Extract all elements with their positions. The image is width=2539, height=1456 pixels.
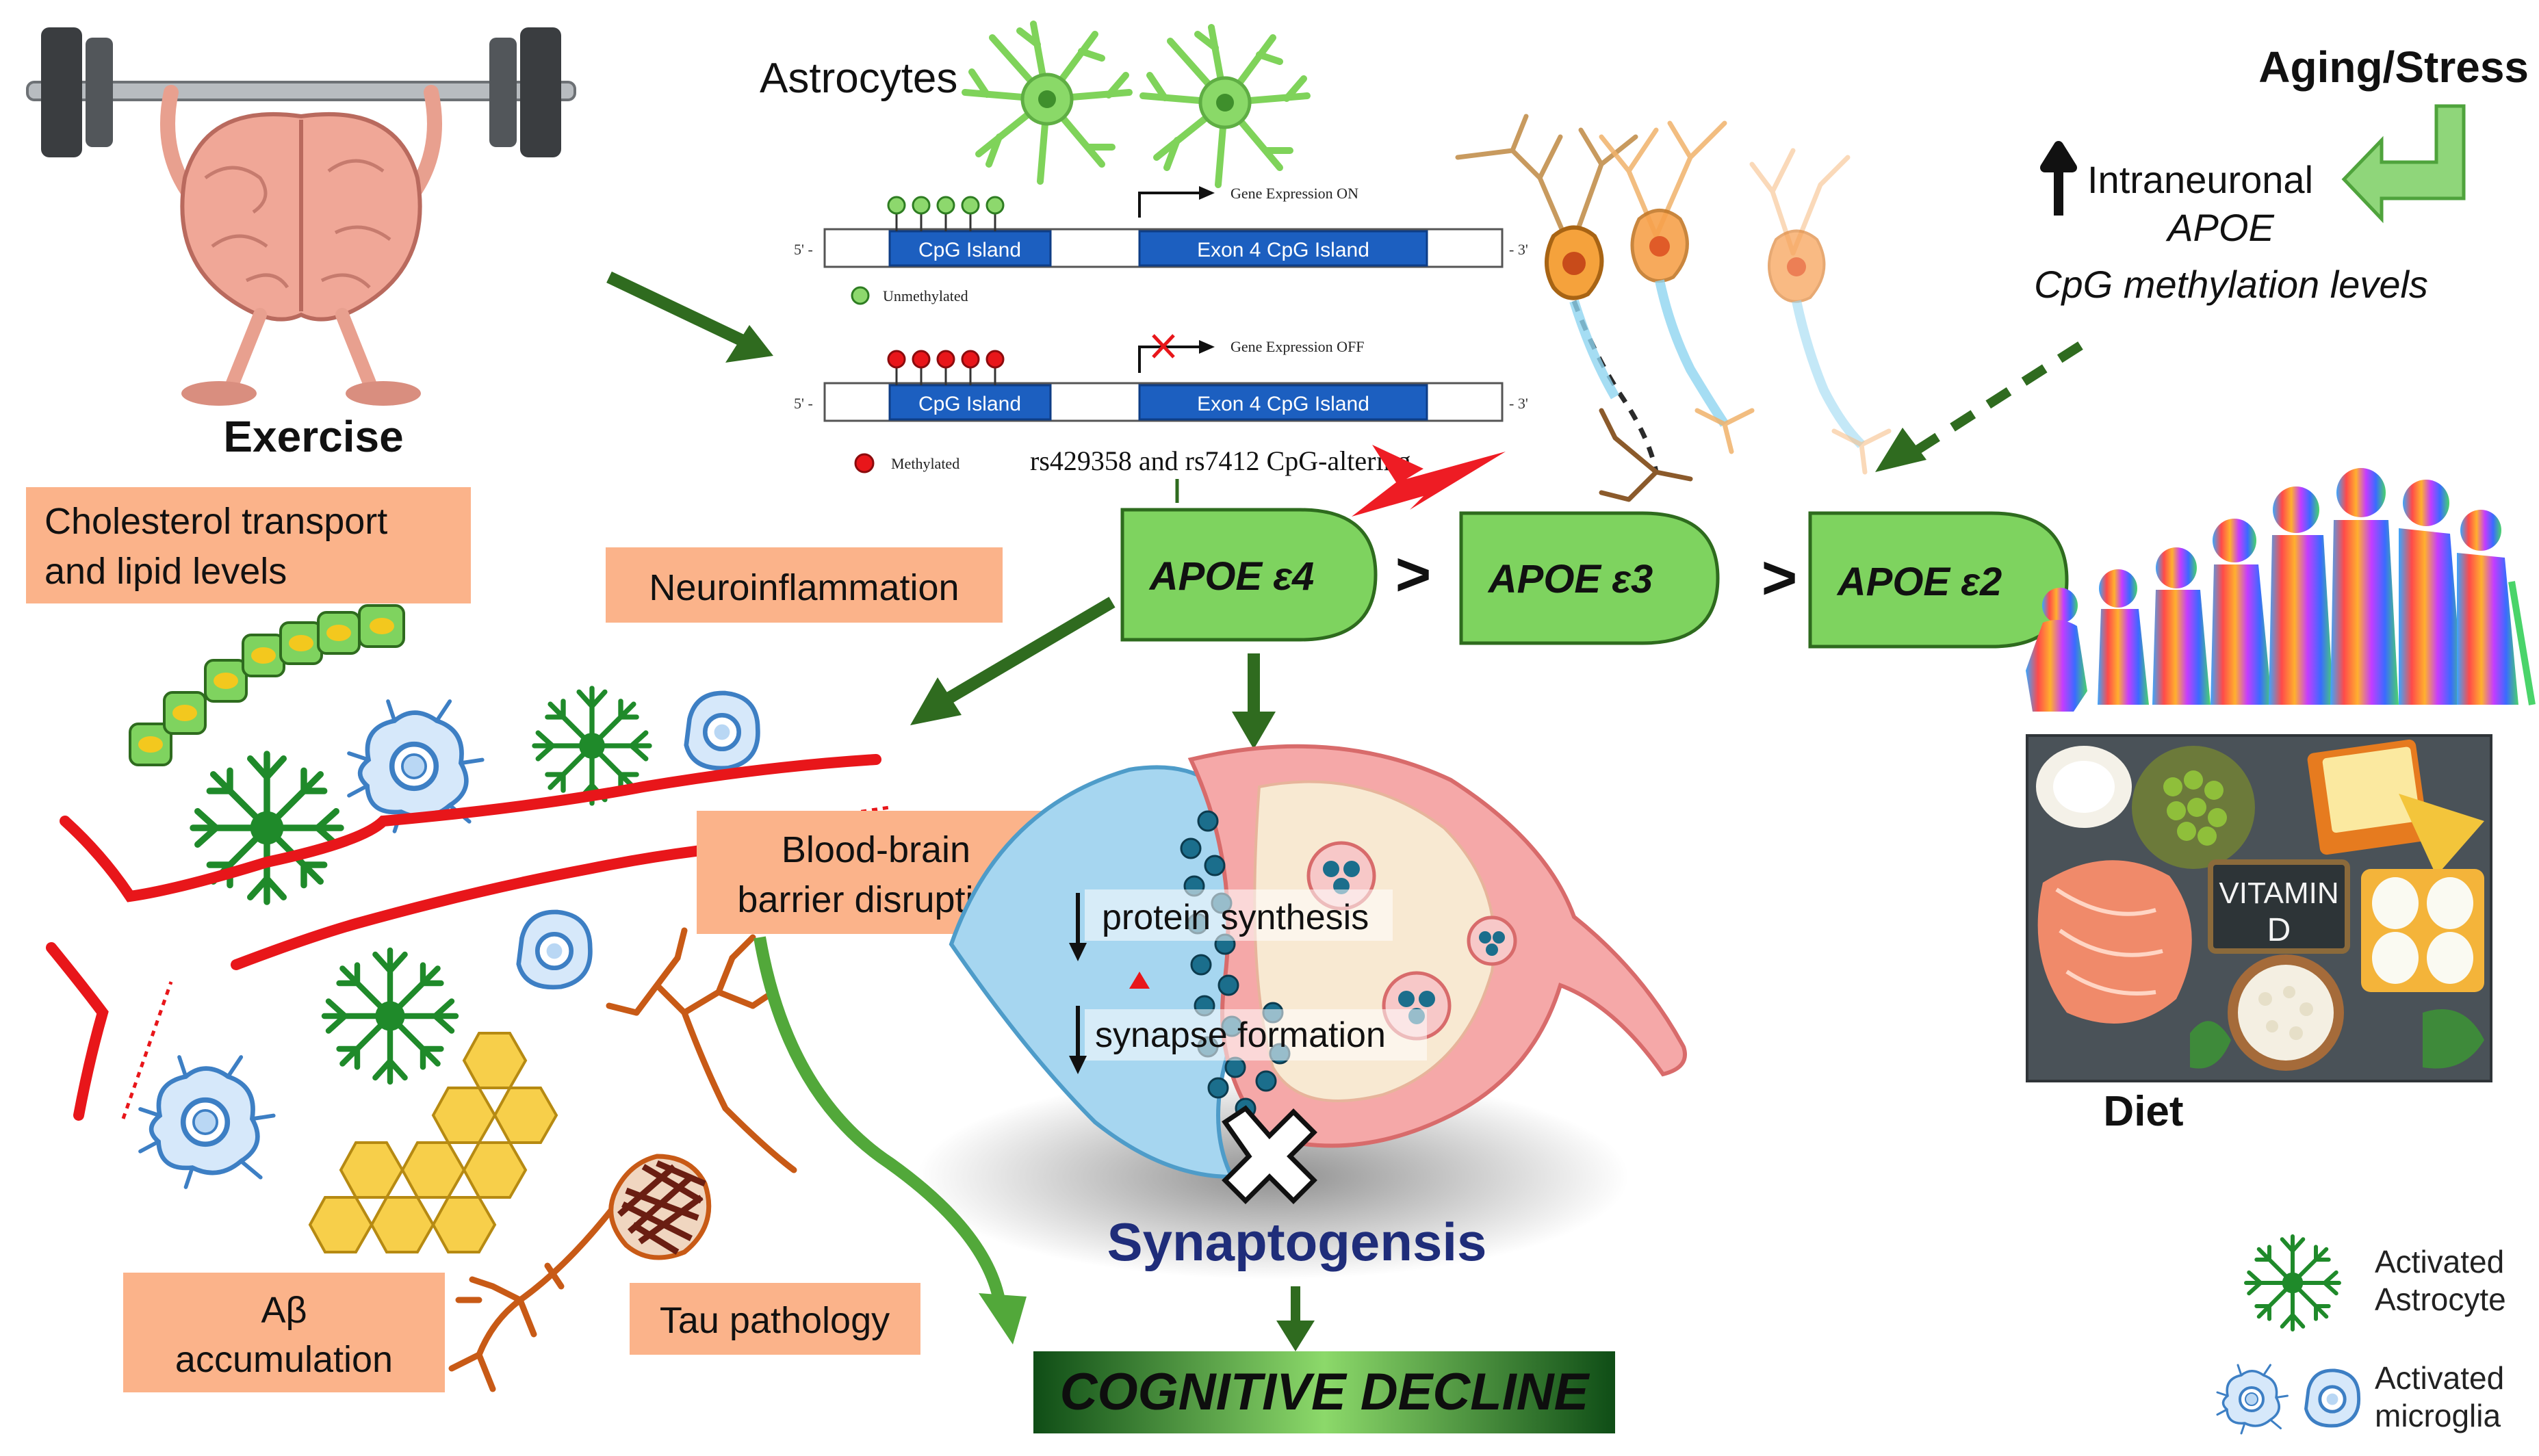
apoe3-label: APOE ε3: [1487, 557, 1653, 601]
unmethylated-lollipops: [887, 196, 1005, 231]
protein-synthesis-label: protein synthesis: [1102, 898, 1369, 937]
legend-microglia-icon-2: [2306, 1370, 2359, 1426]
three-prime-top: - 3': [1509, 241, 1528, 258]
apoe2-label: APOE ε2: [1836, 560, 2002, 604]
aging-dashed-arrow: [1907, 341, 2083, 459]
exercise-illustration: [26, 27, 576, 406]
activated-microglia-cell-2: [140, 1057, 274, 1187]
tau-label: Tau pathology: [660, 1300, 890, 1341]
tau-neuron: [448, 927, 797, 1392]
gene-on-label: Gene Expression ON: [1230, 185, 1358, 202]
cpg-island-bottom: CpG Island: [918, 393, 1021, 415]
neuroinflammation-box: [606, 547, 1003, 623]
lipid-particles: [129, 604, 405, 766]
aging-people-illustration: [2026, 468, 2536, 712]
apoe-alleles: APOE ε4 > APOE ε3 > APOE ε2: [1120, 508, 2069, 649]
legend-microglia-icon-1: [2216, 1364, 2289, 1435]
abeta-line1: Aβ: [261, 1290, 307, 1331]
intraneuronal-label: Intraneuronal: [2087, 158, 2313, 201]
methylation-levels-label: CpG methylation levels: [2034, 263, 2428, 306]
diet-illustration: VITAMIN D: [2026, 734, 2492, 1082]
cognitive-decline-label: COGNITIVE DECLINE: [1060, 1363, 1590, 1421]
up-arrow-icon: [2040, 141, 2077, 216]
activated-astrocyte-cell-3: [324, 950, 456, 1082]
legend-astrocyte-line2: Astrocyte: [2375, 1282, 2506, 1317]
synapse-formation-label: synapse formation: [1095, 1015, 1386, 1055]
methylation-schematic: 5' - CpG Island Exon 4 CpG Island - 3' G…: [794, 185, 1528, 517]
amyloid-plaques: [308, 1032, 558, 1253]
three-prime-bottom: - 3': [1509, 395, 1528, 412]
cholesterol-line2: and lipid levels: [44, 551, 287, 592]
cpg-island-top: CpG Island: [918, 239, 1021, 261]
activated-microglia-cell-3: [686, 693, 758, 768]
vitamin-d-label: D: [2267, 912, 2291, 948]
exon4-bottom: Exon 4 CpG Island: [1197, 393, 1369, 415]
legend-microglia-line2: microglia: [2375, 1398, 2501, 1433]
vitamin-label: VITAMIN: [2219, 876, 2338, 910]
cholesterol-box: [26, 487, 471, 603]
five-prime-top: 5' -: [794, 241, 813, 258]
neuroinflammation-label: Neuroinflammation: [649, 567, 959, 608]
methylated-label: Methylated: [891, 455, 959, 472]
apoe4-shape: [1120, 508, 1378, 642]
bbb-line1: Blood-brain: [782, 829, 970, 870]
legend-astrocyte-icon: [2246, 1236, 2339, 1329]
legend-astrocyte-line1: Activated: [2375, 1244, 2504, 1279]
lightning-icon: [1352, 445, 1506, 517]
greater-than-2: >: [1762, 544, 1798, 612]
diet-label: Diet: [2103, 1088, 2183, 1135]
snp-label: rs429358 and rs7412 CpG-altering: [1030, 445, 1411, 476]
abeta-box: [123, 1273, 445, 1392]
exercise-arrow: [606, 271, 756, 352]
cognitive-decline-box: [1033, 1351, 1615, 1433]
astrocytes-illustration: [962, 21, 1311, 188]
apoe-italic-label: APOE: [2165, 206, 2274, 249]
legend-microglia-line1: Activated: [2375, 1360, 2504, 1396]
synaptogenesis-label: Synaptogensis: [1107, 1212, 1487, 1272]
gene-off-label: Gene Expression OFF: [1230, 338, 1365, 355]
exercise-label: Exercise: [223, 412, 403, 461]
synapse-illustration: [917, 744, 1687, 1279]
tau-tangles: [617, 1160, 706, 1255]
astrocytes-label: Astrocytes: [760, 55, 957, 102]
five-prime-bottom: 5' -: [794, 395, 813, 412]
unmethylated-label: Unmethylated: [883, 287, 968, 304]
activated-microglia-cell-4: [519, 912, 591, 987]
apoe3-shape: [1459, 511, 1720, 645]
aging-arrow: [2341, 104, 2466, 224]
bbb-to-decline-arrow: [753, 936, 1005, 1301]
block-x-icon: [1222, 1105, 1317, 1204]
apoe4-to-left-arrow: [934, 597, 1116, 710]
cholesterol-line1: Cholesterol transport: [44, 501, 387, 542]
apoe2-shape: [1808, 511, 2069, 649]
tau-box: [630, 1283, 920, 1355]
greater-than-1: >: [1395, 541, 1432, 609]
methylated-lollipops: [887, 350, 1005, 385]
abeta-line2: accumulation: [175, 1339, 393, 1380]
exon4-top: Exon 4 CpG Island: [1197, 239, 1369, 261]
aging-stress-label: Aging/Stress: [2258, 42, 2529, 92]
apoe4-label: APOE ε4: [1148, 554, 1315, 599]
neurons-illustration: [1455, 114, 1892, 502]
blood-vessel: [46, 754, 881, 1121]
legend: Activated Astrocyte Activated microglia: [2216, 1236, 2506, 1435]
